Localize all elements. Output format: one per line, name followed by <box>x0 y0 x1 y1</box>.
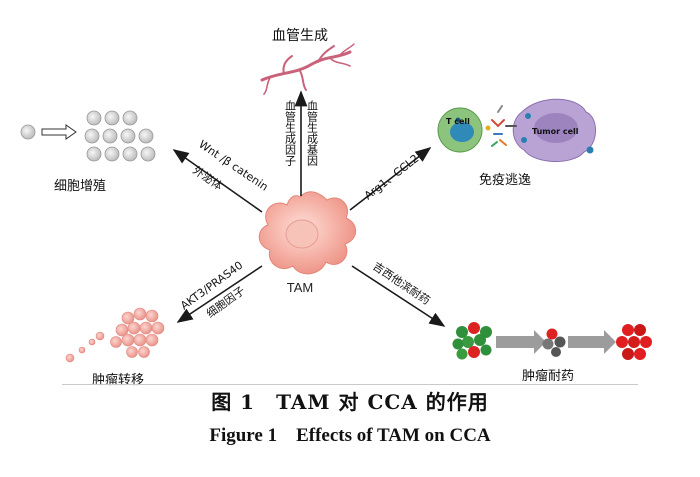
tam-macrophage <box>258 191 357 275</box>
t-cell-label: T cell <box>446 117 470 126</box>
red-tumor-cluster-icon <box>616 324 652 360</box>
drug-resistance-title: 肿瘤耐药 <box>522 368 574 384</box>
arrow-to-proliferation <box>172 149 263 213</box>
cell-proliferation-illustration <box>20 110 156 162</box>
arrow-to-immune-escape <box>349 147 432 211</box>
migrating-cells-icon <box>65 331 105 363</box>
tumor-cell-label: Tumor cell <box>532 127 579 136</box>
process-arrow-2 <box>568 330 616 354</box>
figure-caption-english: Figure 1 Effects of TAM on CCA <box>209 425 491 446</box>
metastasis-illustration <box>65 307 165 363</box>
arrow-to-metastasis <box>176 265 263 323</box>
figure-divider <box>62 384 638 385</box>
process-arrow-1 <box>496 330 546 354</box>
transition-cluster-icon <box>542 328 566 357</box>
arg1-ccl2-label: Arg1、CCL2 <box>362 152 421 202</box>
hollow-arrow-icon <box>41 124 77 140</box>
t-cell-icon <box>437 107 483 153</box>
immune-escape-illustration <box>437 98 596 163</box>
angiogenic-factor-label: 血管生成因子 <box>284 99 297 166</box>
tumor-cluster-icon <box>110 307 165 358</box>
tumor-cell-icon <box>512 98 596 163</box>
proliferating-cells-icon <box>84 110 156 162</box>
arrow-to-drug-resistance <box>351 265 446 327</box>
drug-resistance-illustration <box>452 322 652 360</box>
angiogenesis-title: 血管生成 <box>272 28 328 44</box>
proliferation-title: 细胞增殖 <box>54 178 106 194</box>
immune-escape-title: 免疫逃逸 <box>479 172 531 188</box>
single-cell-icon <box>20 124 36 140</box>
tam-label: TAM <box>287 280 313 295</box>
exosome-label: 外泌体 <box>190 163 225 193</box>
angiogenic-gene-label: 血管生成基因 <box>306 99 319 167</box>
mixed-tumor-cluster-icon <box>452 322 492 360</box>
cytokine-molecules <box>485 105 517 147</box>
blood-vessel-icon <box>260 43 355 95</box>
figure-caption-chinese: 图 1 TAM 对 CCA 的作用 <box>211 390 489 414</box>
